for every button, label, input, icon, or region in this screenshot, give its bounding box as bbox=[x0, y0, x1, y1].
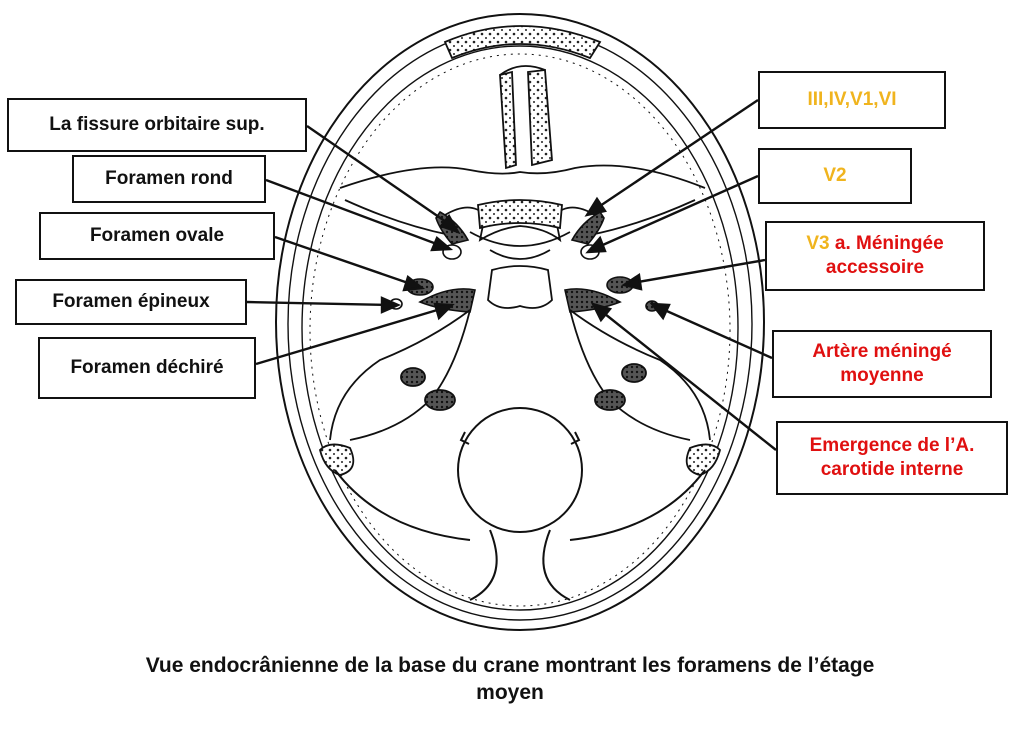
figure-caption: Vue endocrânienne de la base du crane mo… bbox=[40, 652, 980, 707]
label-nerve-v3-text: V3 bbox=[806, 233, 830, 255]
label-foramen-epineux-text: Foramen épineux bbox=[52, 291, 210, 313]
label-artere-line2: moyenne bbox=[840, 365, 924, 386]
sella-turcica bbox=[477, 199, 563, 309]
label-foramen-dechire-text: Foramen déchiré bbox=[70, 357, 224, 379]
label-foramen-ovale-text: Foramen ovale bbox=[89, 225, 225, 247]
label-v3-meningee-accessoire: V3 a. Méningée accessoire bbox=[765, 221, 985, 291]
label-foramen-dechire: Foramen déchiré bbox=[38, 337, 256, 399]
label-meningee-acc-line2: accessoire bbox=[825, 257, 925, 278]
label-foramen-epineux: Foramen épineux bbox=[15, 279, 247, 325]
label-carotide-interne: Emergence de l’A. carotide interne bbox=[776, 421, 1008, 495]
label-artere-meningee-moyenne: Artère méningé moyenne bbox=[772, 330, 992, 398]
label-foramen-rond-text: Foramen rond bbox=[105, 168, 233, 190]
label-artere-line1: Artère méningé bbox=[812, 341, 952, 363]
caption-line1: Vue endocrânienne de la base du crane mo… bbox=[145, 654, 875, 677]
foramen-magnum bbox=[334, 407, 706, 601]
label-fissure-orbitaire-text: La fissure orbitaire sup. bbox=[49, 114, 265, 136]
sphenoid-wings bbox=[339, 164, 706, 260]
frontal-bone bbox=[443, 25, 602, 170]
petrous-bones bbox=[319, 309, 721, 476]
label-nerves-iii-iv-v1-vi: III,IV,V1,VI bbox=[758, 71, 946, 129]
label-nerve-v2-text: V2 bbox=[823, 165, 847, 187]
label-foramen-rond: Foramen rond bbox=[72, 155, 266, 203]
connector-lines bbox=[246, 99, 777, 451]
label-foramen-ovale: Foramen ovale bbox=[39, 212, 275, 260]
label-carotide-line1: Emergence de l’A. bbox=[809, 435, 975, 457]
label-meningee-acc-line1: a. Méningée bbox=[834, 233, 944, 255]
label-carotide-line2: carotide interne bbox=[820, 459, 964, 480]
caption-line2: moyen bbox=[476, 681, 544, 705]
label-nerves-iii-iv-v1-vi-text: III,IV,V1,VI bbox=[807, 89, 897, 111]
label-fissure-orbitaire: La fissure orbitaire sup. bbox=[7, 98, 307, 152]
label-nerve-v2: V2 bbox=[758, 148, 912, 204]
